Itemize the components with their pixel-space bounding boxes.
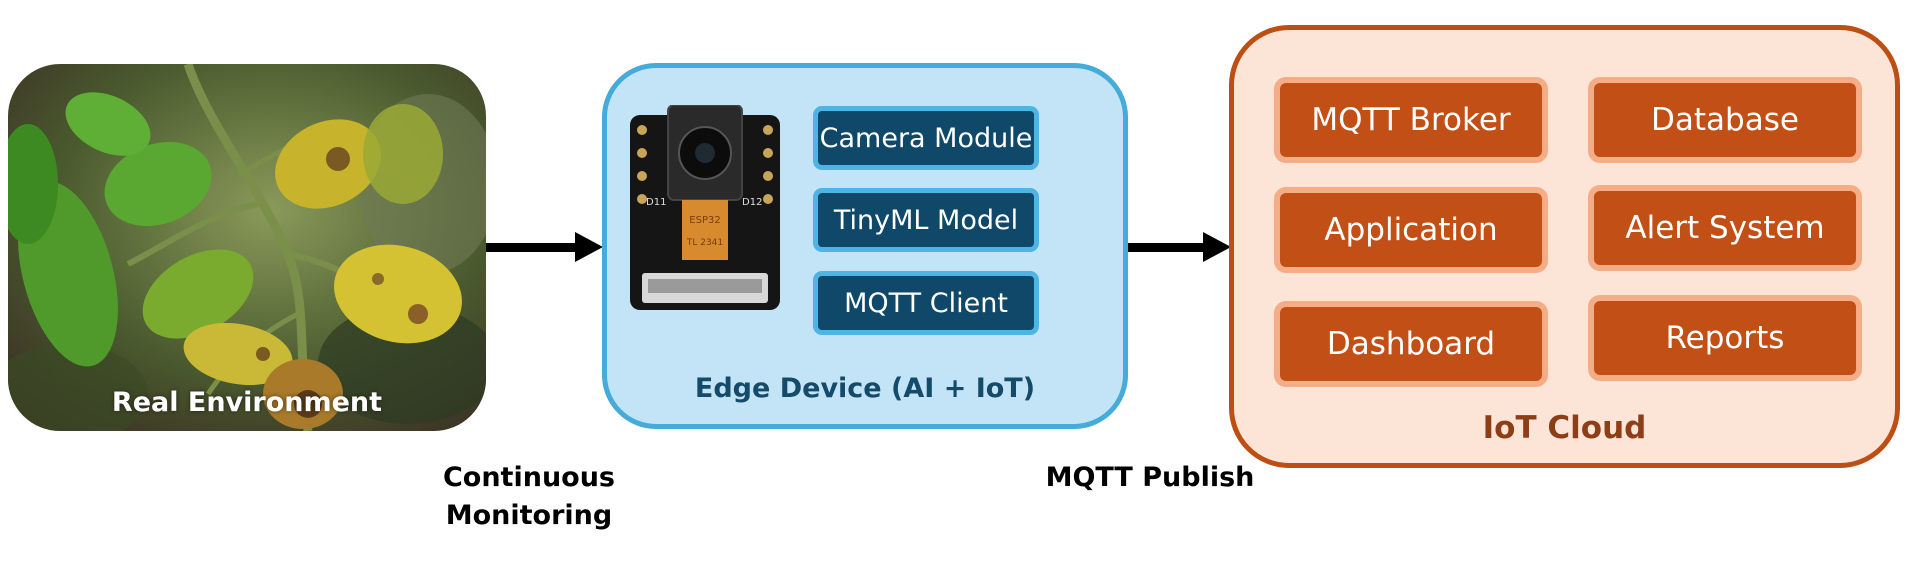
arrow-line-publish xyxy=(1128,243,1206,252)
camera-board-icon: ESP32 TL 2341 D11 D12 xyxy=(630,105,780,310)
real-environment-label: Real Environment xyxy=(111,387,383,418)
continuous-monitoring-label: Continuous Monitoring xyxy=(420,459,638,535)
real-environment-photo: Real Environment xyxy=(8,64,486,431)
arrow-line-monitoring xyxy=(486,243,578,252)
tinyml-model-box: TinyML Model xyxy=(813,188,1039,252)
alert-system-box: Alert System xyxy=(1588,185,1862,271)
camera-module-box: Camera Module xyxy=(813,106,1039,170)
mqtt-client-box: MQTT Client xyxy=(813,271,1039,335)
edge-device-title: Edge Device (AI + IoT) xyxy=(694,373,1036,404)
arrow-head-monitoring xyxy=(575,232,603,262)
iot-cloud-title: IoT Cloud xyxy=(1482,410,1647,446)
mqtt-publish-label: MQTT Publish xyxy=(1045,462,1255,493)
mqtt-broker-box: MQTT Broker xyxy=(1274,77,1548,163)
pin-label-left: D11 xyxy=(646,197,666,208)
pin-label-right: D12 xyxy=(742,197,762,208)
chip-text-1: ESP32 xyxy=(689,215,720,226)
reports-box: Reports xyxy=(1588,295,1862,381)
arrow-head-publish xyxy=(1203,232,1231,262)
application-box: Application xyxy=(1274,187,1548,273)
dashboard-box: Dashboard xyxy=(1274,301,1548,387)
monitoring-line-1: Continuous xyxy=(442,462,616,493)
chip-text-2: TL 2341 xyxy=(686,238,723,248)
database-box: Database xyxy=(1588,77,1862,163)
edge-device-panel: ESP32 TL 2341 D11 D12 Camera Module Tiny… xyxy=(602,63,1128,429)
monitoring-line-2: Monitoring xyxy=(445,500,613,531)
tomato-plant-image xyxy=(8,64,486,431)
iot-cloud-panel: MQTT Broker Database Application Alert S… xyxy=(1229,25,1900,468)
